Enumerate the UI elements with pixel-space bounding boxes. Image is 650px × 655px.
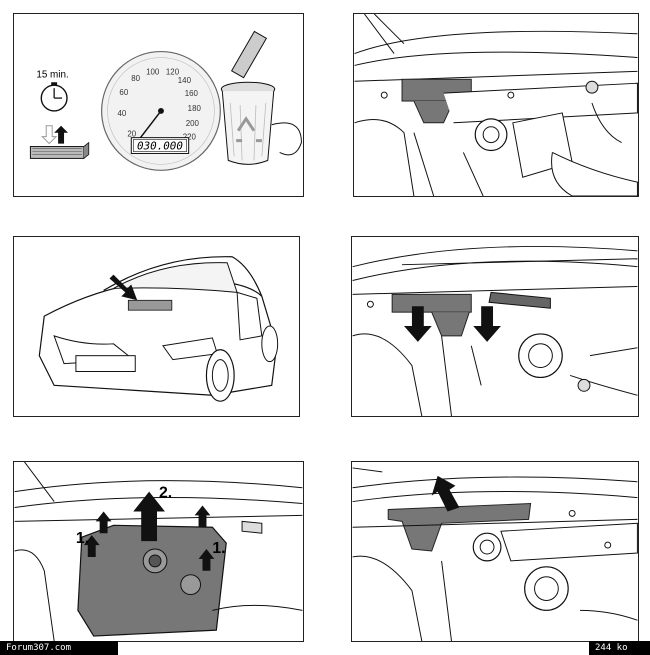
panel-lift-cover-steps: 1. 2. 1. [13, 461, 304, 642]
car-illustration [38, 256, 279, 402]
speed-tick: 60 [119, 88, 128, 97]
file-size-label: 244 ko [589, 641, 650, 655]
speed-tick: 140 [178, 76, 192, 85]
speedometer-icon: 20 40 60 80 100 120 140 160 180 200 220 … [101, 50, 221, 171]
swap-arrows-icon [41, 125, 68, 145]
panel-engine-cover-location [353, 13, 639, 197]
clock-icon [40, 82, 68, 112]
panel-car-exterior [13, 236, 300, 417]
speed-tick: 40 [117, 109, 126, 118]
speed-tick: 120 [166, 67, 180, 76]
arrow-up-icon [133, 491, 165, 542]
panel-cover-removed [351, 461, 639, 642]
odometer-reading: 030.000 [137, 140, 183, 153]
arrow-down-icon [404, 306, 432, 342]
arrow-up-icon [431, 475, 460, 512]
site-watermark: Forum307.com [0, 641, 118, 655]
arrow-down-icon [109, 274, 138, 301]
panel-cover-screws [351, 236, 639, 417]
arrow-up-icon [95, 511, 112, 534]
step-1-left-label: 1. [76, 530, 89, 547]
interval-label: 15 min. [36, 69, 68, 80]
maintenance-illustration: 15 min. 20 40 60 80 100 120 [29, 30, 302, 171]
recycle-bin-icon [220, 30, 302, 165]
speed-tick: 80 [131, 74, 140, 83]
engine-cover-screws-illustration [352, 245, 638, 416]
engine-bay-illustration [354, 14, 638, 196]
step-1-right-label: 1. [212, 540, 225, 557]
cover-removed-illustration [352, 467, 638, 641]
speed-tick: 100 [146, 67, 160, 76]
arrow-down-icon [473, 306, 501, 342]
speed-tick: 200 [186, 119, 200, 128]
lift-cover-illustration: 1. 2. 1. [14, 462, 303, 641]
speed-tick: 160 [185, 89, 199, 98]
arrow-up-icon [198, 549, 215, 571]
arrow-up-icon [194, 505, 211, 528]
step-2-label: 2. [159, 485, 172, 502]
arrow-up-icon [83, 535, 100, 557]
panel-maintenance-interval: 15 min. 20 40 60 80 100 120 [13, 13, 304, 197]
speed-tick: 180 [188, 104, 202, 113]
cabin-filter-icon [29, 141, 90, 159]
speed-tick: 20 [127, 130, 136, 139]
speed-tick: 220 [183, 133, 197, 142]
